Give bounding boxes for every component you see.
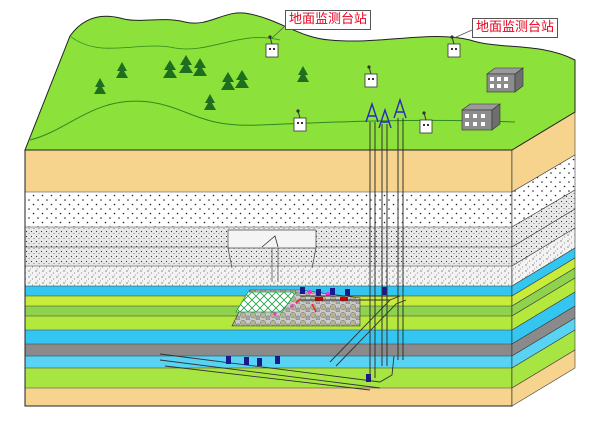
headframe-icon [365, 101, 379, 123]
station-label-left: 地面监测台站 [285, 10, 372, 30]
tree-icon [193, 58, 207, 76]
tree-icon [94, 78, 106, 94]
goaf-area [231, 287, 361, 327]
building-icon [486, 67, 524, 93]
tree-icon [204, 94, 216, 110]
layer-speckled-rock [25, 266, 512, 286]
hill-contour [29, 100, 516, 141]
tree-icon [221, 72, 235, 90]
monitoring-station-icon [265, 35, 279, 58]
layer-sand-bottom [25, 388, 512, 406]
layer-siltstone [25, 247, 512, 266]
sensor-markers [226, 287, 387, 382]
monitoring-station-icon [419, 111, 433, 134]
tree-icon [297, 66, 309, 82]
mine-shafts [369, 118, 404, 378]
monitoring-station-icon [447, 35, 461, 58]
layer-dotted-sandstone [25, 192, 512, 227]
building-icons [461, 67, 524, 131]
layer-aqua-3 [25, 356, 512, 368]
headframe-icon [378, 107, 392, 129]
tree-icons [94, 55, 309, 110]
tree-icon [116, 62, 128, 78]
headframe-icon [393, 97, 407, 119]
tree-icon [179, 55, 193, 73]
headframe-icons [365, 97, 407, 129]
layer-aqua-2 [25, 330, 512, 344]
layer-sand-upper [25, 150, 512, 192]
side-strata [511, 111, 576, 407]
fracture-zone [227, 229, 317, 282]
building-icon [461, 103, 501, 131]
layer-gray-coal [25, 344, 512, 356]
monitoring-station-icon [364, 65, 378, 88]
tree-icon [163, 60, 177, 78]
station-icons [265, 25, 473, 134]
station-label-right: 地面监测台站 [472, 18, 559, 38]
monitoring-station-icon [293, 109, 307, 132]
tree-icon [235, 70, 249, 88]
